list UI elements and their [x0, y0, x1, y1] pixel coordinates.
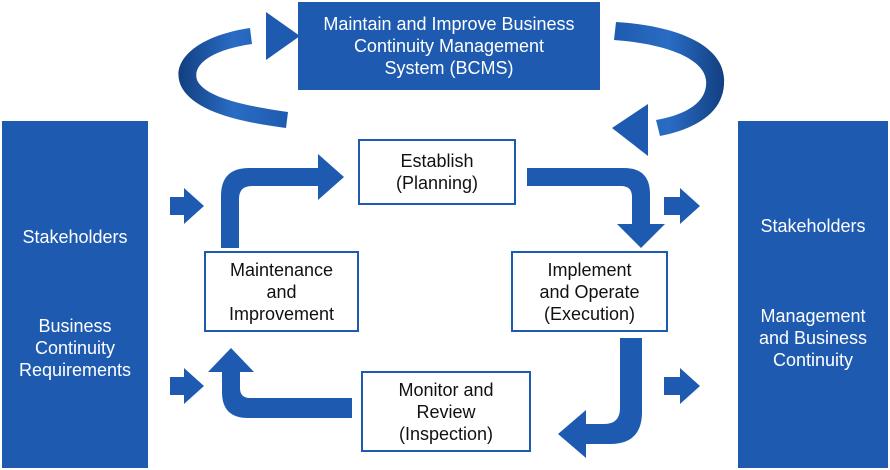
cycle-arrow-establish-to-implement: [527, 168, 665, 248]
left-stakeholders-label: Stakeholders: [22, 227, 128, 247]
curved-arrow-top-right: [612, 22, 725, 156]
output-arrow-bottom: [664, 368, 700, 404]
curved-arrow-top-left: [178, 12, 300, 128]
maintenance-improvement-box: Maintenance and Improvement: [204, 251, 359, 332]
stakeholders-input-panel: Stakeholders Business Continuity Require…: [2, 121, 148, 468]
input-arrow-bottom: [170, 368, 204, 404]
output-arrow-top: [664, 188, 700, 224]
implement-operate-box: Implement and Operate (Execution): [511, 251, 668, 332]
cycle-arrow-implement-to-monitor: [558, 338, 642, 458]
monitor-review-box: Monitor and Review (Inspection): [361, 371, 531, 452]
left-requirements-label: Business Continuity Requirements: [18, 316, 132, 380]
cycle-arrow-monitor-to-maintain: [208, 348, 352, 418]
establish-planning-box: Establish (Planning): [358, 139, 516, 205]
stakeholders-output-panel: Stakeholders Management and Business Con…: [738, 121, 888, 468]
bcms-banner: Maintain and Improve Business Continuity…: [298, 2, 600, 90]
right-stakeholders-label: Stakeholders: [760, 216, 866, 236]
cycle-arrow-maintain-to-establish: [221, 154, 344, 248]
right-continuity-label: Management and Business Continuity: [758, 306, 868, 370]
input-arrow-top: [170, 188, 204, 224]
